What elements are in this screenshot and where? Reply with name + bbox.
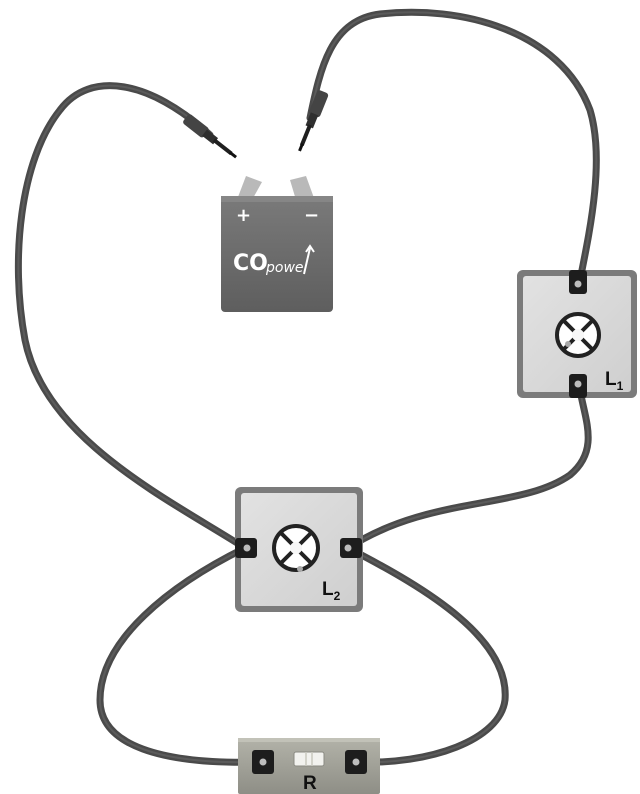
wire-highlight: [347, 547, 507, 764]
lamp-l1-socket-bottom: [569, 374, 587, 398]
battery-brand-co: CO: [233, 251, 268, 276]
battery: + − CO powe: [221, 176, 333, 312]
battery-brand-arrow-icon: [303, 244, 315, 275]
wire-highlight: [17, 84, 246, 549]
lamp-l1-label: L1: [605, 369, 624, 393]
battery-minus-tab: [290, 176, 314, 200]
wire-l1-to-l2: [344, 386, 592, 552]
resistor-socket-right: [345, 750, 367, 774]
resistor-socket-left: [252, 750, 274, 774]
lamp-l1-socket-top: [569, 270, 587, 294]
wire-highlight: [347, 389, 590, 549]
resistor-component-icon: [293, 751, 325, 767]
wire-battery-minus-to-l1: [306, 8, 600, 284]
battery-plus-tab: [238, 176, 262, 200]
resistor-module: R: [238, 738, 380, 794]
plug-right: [298, 90, 329, 152]
wire-battery-plus-to-l2: [14, 82, 249, 552]
wires: [14, 8, 600, 766]
lamp-l1-module: L1: [517, 270, 637, 398]
lamp-l2-bulb-icon: [272, 524, 320, 572]
battery-brand-power: powe: [265, 260, 304, 276]
plug-left: [183, 114, 237, 159]
lamp-l2-label: L2: [322, 579, 341, 603]
lamp-l2-module: L2: [235, 487, 363, 612]
resistor-label: R: [303, 773, 317, 794]
wire-l2-to-resistor-right: [344, 544, 509, 766]
battery-minus-sign: −: [304, 205, 319, 226]
lamp-l2-socket-right: [340, 538, 362, 558]
lamp-l1-subscript: 1: [617, 379, 624, 393]
lamp-l2-socket-left: [235, 538, 257, 558]
battery-body: [221, 196, 333, 312]
wire-highlight: [99, 547, 263, 764]
lamp-l1-bulb-icon: [555, 312, 601, 358]
battery-plus-sign: +: [236, 205, 251, 226]
wire-highlight: [309, 11, 598, 281]
lamp-l2-subscript: 2: [334, 589, 341, 603]
